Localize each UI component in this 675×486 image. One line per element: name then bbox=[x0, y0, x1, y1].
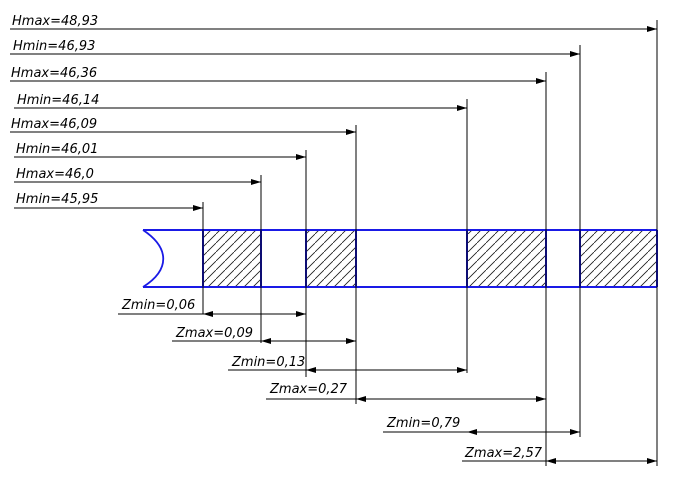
label-hmax-46-0: Hmax=46,0 bbox=[16, 167, 94, 182]
tolerance-zone-4 bbox=[580, 230, 657, 287]
strip-break-line bbox=[142, 229, 165, 288]
tolerance-zone-2 bbox=[306, 230, 356, 287]
label-hmax-48-93: Hmax=48,93 bbox=[12, 14, 98, 29]
label-zmin-0-13: Zmin=0,13 bbox=[231, 355, 305, 370]
label-hmax-46-09: Hmax=46,09 bbox=[11, 117, 97, 132]
label-zmin-0-06: Zmin=0,06 bbox=[121, 298, 195, 313]
label-hmin-46-14: Hmin=46,14 bbox=[17, 93, 99, 108]
label-zmax-0-27: Zmax=0,27 bbox=[269, 382, 348, 397]
label-zmax-2-57: Zmax=2,57 bbox=[464, 446, 543, 461]
label-hmax-46-36: Hmax=46,36 bbox=[11, 66, 97, 81]
label-zmax-0-09: Zmax=0,09 bbox=[175, 326, 253, 341]
tolerance-zone-3 bbox=[467, 230, 546, 287]
label-zmin-0-79: Zmin=0,79 bbox=[386, 416, 460, 431]
label-hmin-46-93: Hmin=46,93 bbox=[13, 39, 95, 54]
clearance-labels: Zmin=0,06 Zmax=0,09 Zmin=0,13 Zmax=0,27 … bbox=[121, 298, 543, 461]
label-hmin-46-01: Hmin=46,01 bbox=[16, 142, 98, 157]
height-labels: Hmax=48,93 Hmin=46,93 Hmax=46,36 Hmin=46… bbox=[11, 14, 99, 207]
tolerance-zone-1 bbox=[203, 230, 261, 287]
clearance-dimensions bbox=[118, 311, 657, 464]
label-hmin-45-95: Hmin=45,95 bbox=[16, 192, 98, 207]
height-dimensions bbox=[10, 26, 657, 211]
